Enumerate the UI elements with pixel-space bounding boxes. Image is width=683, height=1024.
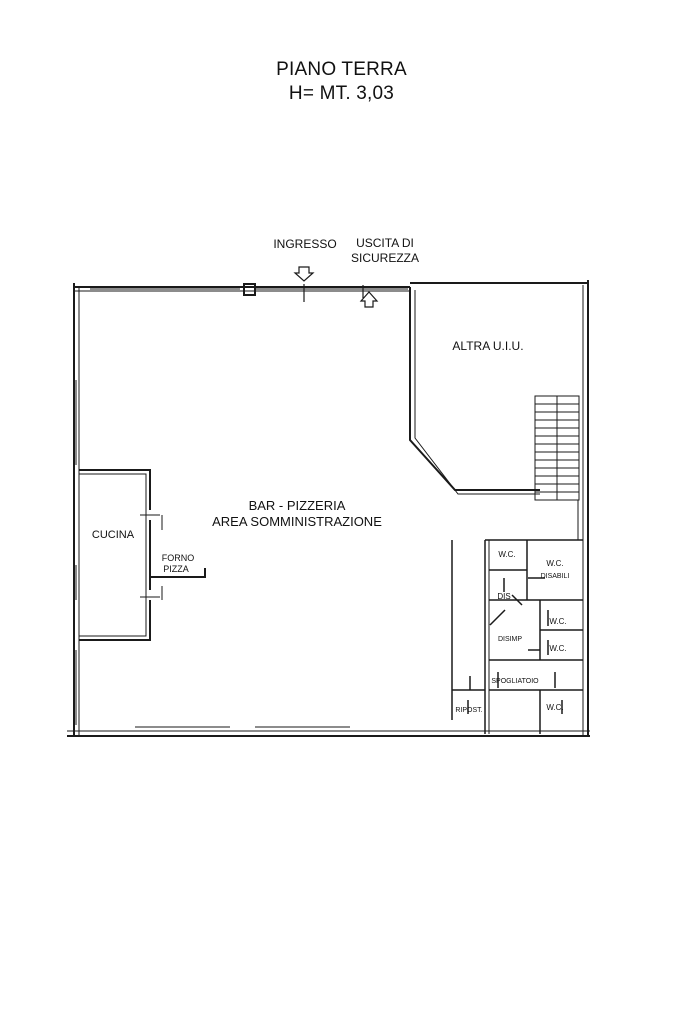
exterior-walls xyxy=(67,280,590,737)
windows xyxy=(75,288,579,728)
pillar xyxy=(243,283,256,296)
ingresso-arrow-icon xyxy=(293,266,315,302)
wc-disabili-label-line2: DISABILI xyxy=(541,573,570,580)
disimp-label: DISIMP xyxy=(498,636,522,643)
wc-label-1: W.C. xyxy=(498,550,515,559)
cucina-walls xyxy=(79,469,163,641)
forno-label-line1: FORNO xyxy=(162,553,195,563)
cucina-label: CUCINA xyxy=(92,529,135,541)
uscita-label-line1: USCITA DI xyxy=(356,236,414,250)
bathroom-block xyxy=(451,539,583,734)
wc-label-4: W.C. xyxy=(546,703,563,712)
forno-wall xyxy=(149,560,206,578)
ingresso-label: INGRESSO xyxy=(273,237,336,251)
dis-label: DIS xyxy=(497,592,510,601)
plan-height-note: H= MT. 3,03 xyxy=(288,83,395,104)
wc-label-2: W.C. xyxy=(549,617,566,626)
ripost-label: RIPOST. xyxy=(455,707,482,714)
spogliatoio-label: SPOGLIATOIO xyxy=(491,678,539,685)
uscita-sicurezza-arrow-icon xyxy=(359,285,379,308)
plan-title: PIANO TERRA xyxy=(276,59,407,80)
wc-disabili-label-line1: W.C. xyxy=(546,559,563,568)
staircase xyxy=(534,395,580,501)
altra-uiu-walls xyxy=(409,287,540,495)
bar-label-line1: BAR - PIZZERIA xyxy=(249,498,346,513)
wc-label-3: W.C. xyxy=(549,644,566,653)
bar-label-line2: AREA SOMMINISTRAZIONE xyxy=(212,514,382,529)
uscita-label-line2: SICUREZZA xyxy=(351,251,419,265)
forno-label-line2: PIZZA xyxy=(163,564,189,574)
altra-uiu-label: ALTRA U.I.U. xyxy=(452,339,523,353)
